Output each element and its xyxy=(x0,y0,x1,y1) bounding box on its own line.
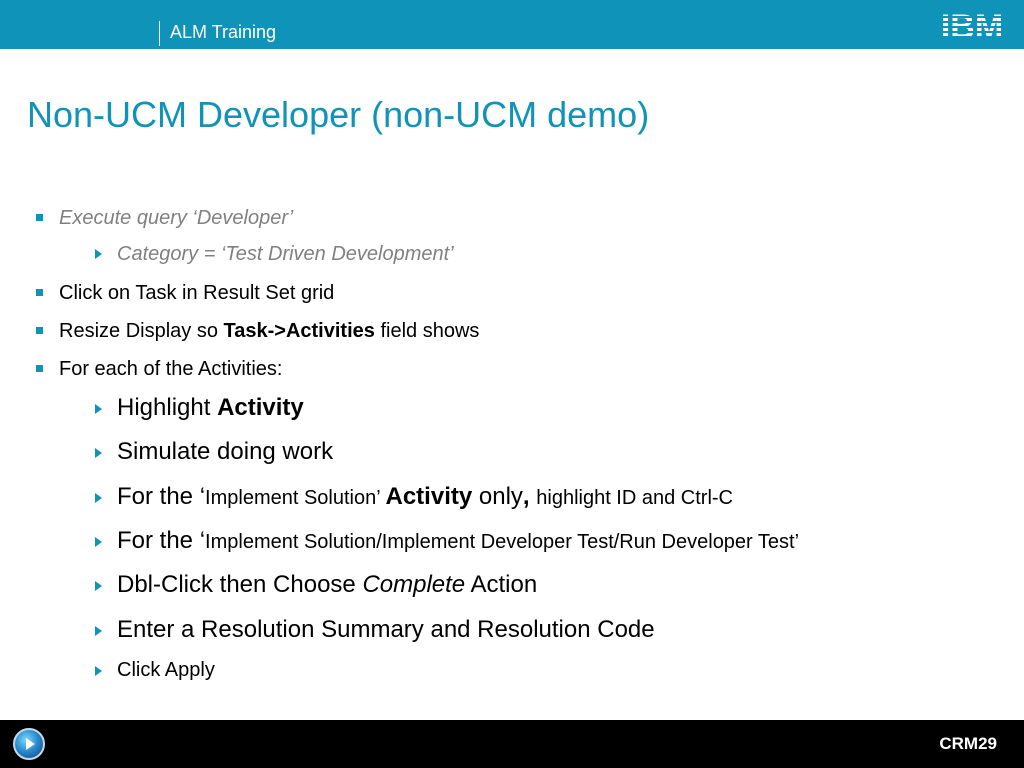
bullet-click-task: Click on Task in Result Set grid xyxy=(59,282,335,304)
footer-bar xyxy=(0,720,1024,768)
arrow-bullet-icon xyxy=(95,448,102,458)
ibm-logo-icon: IBM xyxy=(941,8,1003,42)
subbullet-category: Category = ‘Test Driven Development’ xyxy=(117,243,454,265)
play-button-icon[interactable] xyxy=(13,728,45,760)
arrow-bullet-icon xyxy=(95,666,102,676)
arrow-bullet-icon xyxy=(95,626,102,636)
arrow-bullet-icon xyxy=(95,537,102,547)
arrow-bullet-icon xyxy=(95,249,102,259)
step-click-apply: Click Apply xyxy=(117,659,215,681)
header-label: ALM Training xyxy=(170,22,277,42)
square-bullet-icon xyxy=(36,289,43,296)
step-enter-resolution: Enter a Resolution Summary and Resolutio… xyxy=(117,616,655,643)
header-divider xyxy=(159,21,160,46)
square-bullet-icon xyxy=(36,327,43,334)
svg-text:IBM: IBM xyxy=(941,8,1003,42)
arrow-bullet-icon xyxy=(95,404,102,414)
header-bar: ALM Training IBM xyxy=(0,0,1024,49)
bullet-resize-display: Resize Display so Task->Activities field… xyxy=(59,320,480,342)
step-complete-action: Dbl-Click then Choose Complete Action xyxy=(117,571,538,598)
step-implement-developer-test: For the ‘Implement Solution/Implement De… xyxy=(117,527,800,554)
square-bullet-icon xyxy=(36,365,43,372)
square-bullet-icon xyxy=(36,214,43,221)
step-implement-solution: For the ‘Implement Solution’ Activity on… xyxy=(117,483,733,510)
bullet-execute-query: Execute query ‘Developer’ xyxy=(59,207,294,229)
slide-number: CRM29 xyxy=(939,734,997,753)
slide-content: Execute query ‘Developer’ Category = ‘Te… xyxy=(36,207,800,681)
step-highlight-activity: Highlight Activity xyxy=(117,394,304,421)
slide-title: Non-UCM Developer (non-UCM demo) xyxy=(27,94,650,135)
arrow-bullet-icon xyxy=(95,581,102,591)
arrow-bullet-icon xyxy=(95,493,102,503)
step-simulate-work: Simulate doing work xyxy=(117,438,334,465)
bullet-for-each-activity: For each of the Activities: xyxy=(59,358,283,380)
